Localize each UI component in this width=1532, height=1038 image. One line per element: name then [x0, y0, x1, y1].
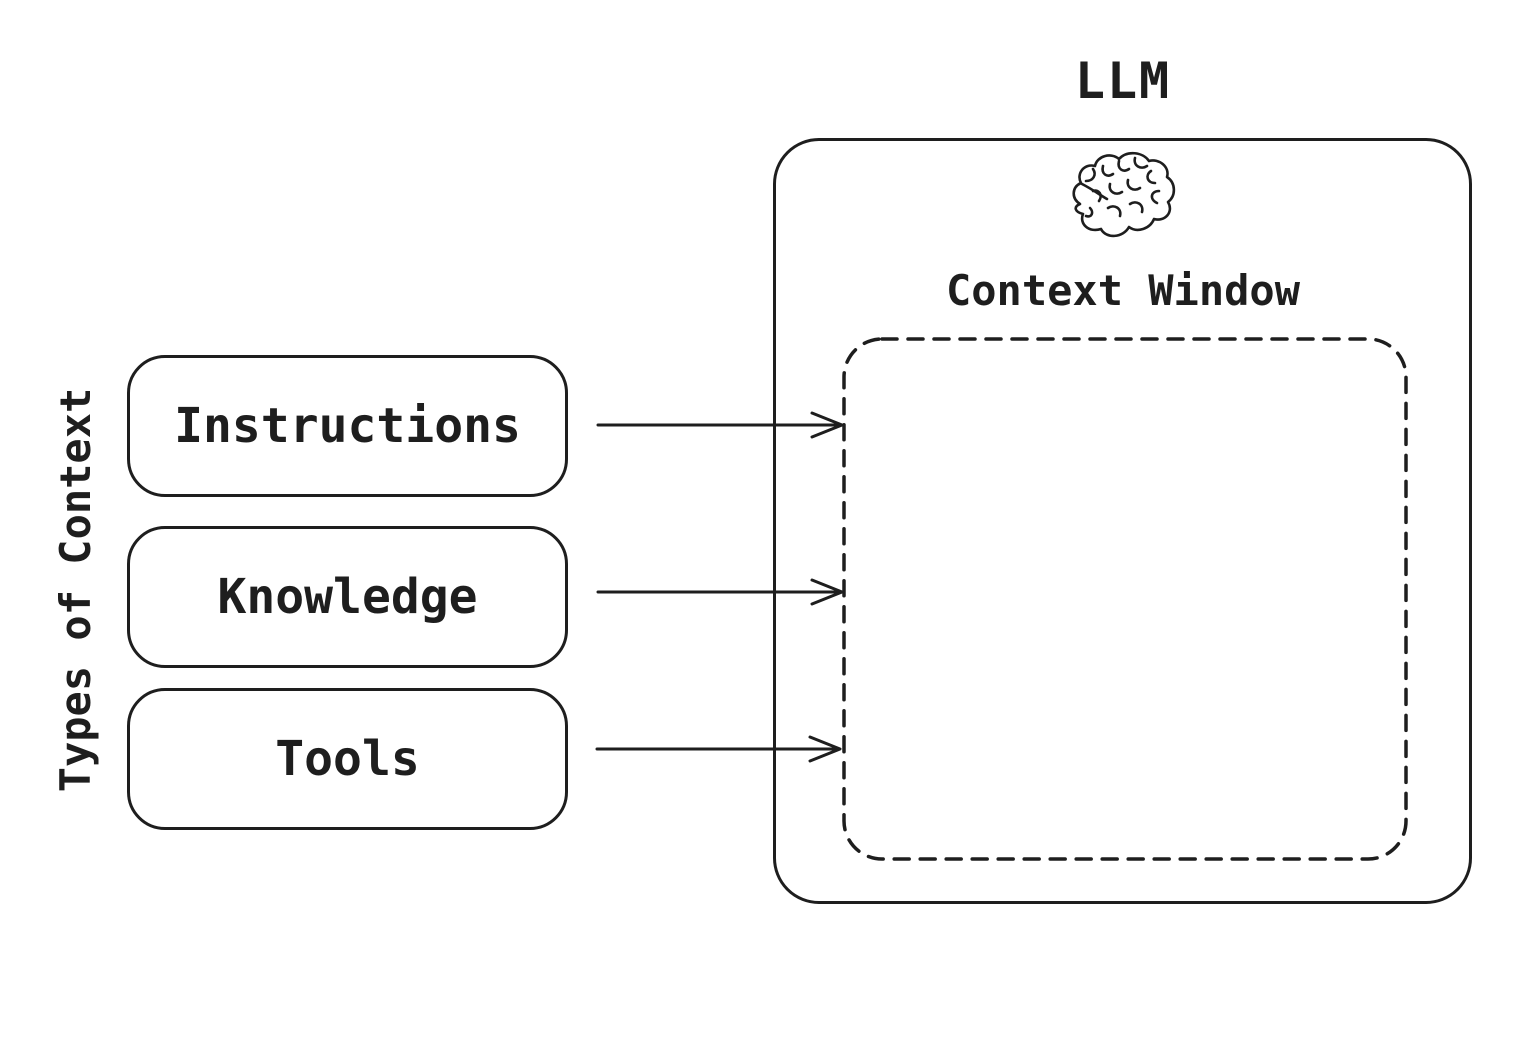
context-window-label: Context Window [945, 266, 1300, 315]
llm-title: LLM [1074, 52, 1172, 110]
arrow-knowledge-to-context-window [596, 578, 844, 606]
arrow-instructions-to-context-window [596, 411, 844, 439]
context-window-box [842, 337, 1408, 861]
context-type-box-instructions: Instructions [127, 355, 568, 497]
context-type-box-tools: Tools [127, 688, 568, 830]
context-type-label-tools: Tools [275, 731, 420, 787]
context-type-box-knowledge: Knowledge [127, 526, 568, 668]
llm-box [773, 138, 1472, 904]
context-type-label-instructions: Instructions [174, 398, 521, 454]
context-type-label-knowledge: Knowledge [217, 569, 478, 625]
arrow-tools-to-context-window [595, 735, 842, 763]
brain-icon [1062, 150, 1184, 244]
